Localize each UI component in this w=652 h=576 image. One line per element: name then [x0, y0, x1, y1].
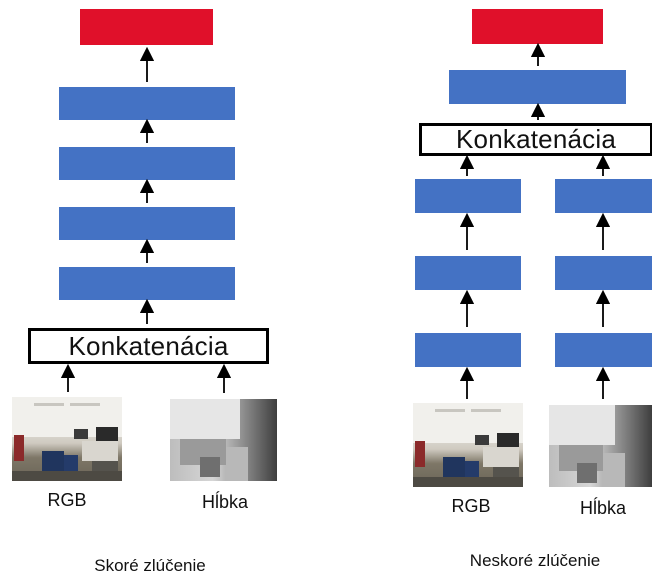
early-output-layer: [80, 9, 213, 45]
early-layer-3: [59, 147, 235, 180]
late-rgb-label: RGB: [451, 496, 491, 516]
early-depth-image: [170, 399, 277, 481]
late-depth-image: [549, 405, 652, 487]
early-rgb-image: [12, 397, 122, 481]
late-rgb-layer-2: [415, 256, 521, 290]
late-depth-layer-1: [555, 333, 652, 367]
early-depth-label: Hĺbka: [201, 492, 249, 512]
late-depth-layer-2: [555, 256, 652, 290]
late-depth-layer-3: [555, 179, 652, 213]
late-fusion-caption: Neskoré zlúčenie: [469, 551, 601, 570]
late-rgb-layer-3: [415, 179, 521, 213]
late-concatenation-label: Konkatenácia: [456, 124, 616, 154]
early-concatenation-box: Konkatenácia: [28, 328, 269, 364]
early-layer-2: [59, 207, 235, 240]
early-fusion-caption: Skoré zlúčenie: [94, 556, 206, 575]
late-shared-layer: [449, 70, 626, 104]
late-rgb-layer-1: [415, 333, 521, 367]
early-rgb-label: RGB: [47, 490, 87, 510]
late-depth-label: Hĺbka: [579, 498, 627, 518]
late-output-layer: [472, 9, 603, 44]
late-rgb-image: [413, 403, 523, 487]
late-concatenation-box: Konkatenácia: [419, 123, 652, 156]
early-layer-4: [59, 87, 235, 120]
early-layer-1: [59, 267, 235, 300]
early-concatenation-label: Konkatenácia: [68, 330, 229, 361]
